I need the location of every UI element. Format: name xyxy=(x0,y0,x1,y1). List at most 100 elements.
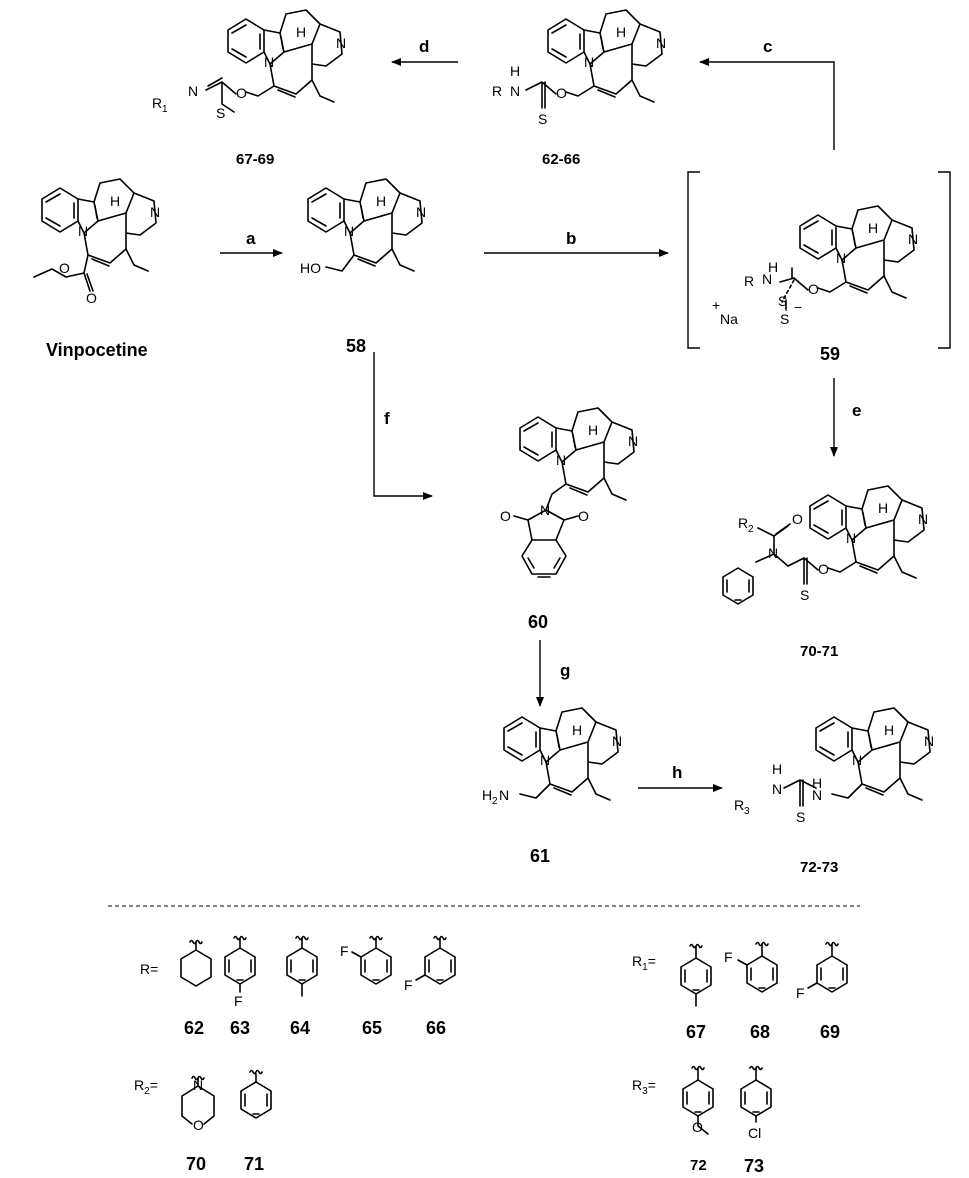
compound-62-66-structure: O H N R S N N H xyxy=(492,9,666,127)
atom-S: S xyxy=(216,105,225,121)
atom-H: H xyxy=(812,775,822,791)
atom-O: O xyxy=(86,290,97,306)
legend-70: 70 xyxy=(186,1154,206,1174)
atom-N: N xyxy=(836,250,846,266)
atom-N: N xyxy=(416,204,426,220)
atom-H: H xyxy=(772,761,782,777)
r2-group-70 xyxy=(181,1075,215,1125)
sodium-label: Na xyxy=(720,311,738,327)
atom-H: H xyxy=(868,220,878,236)
label-vinpocetine: Vinpocetine xyxy=(46,340,148,360)
atom-S: S xyxy=(796,809,805,825)
atom-N: N xyxy=(540,752,550,768)
atom-S: S xyxy=(778,293,787,309)
bracket-right xyxy=(938,171,951,349)
atom-N: N xyxy=(336,35,346,51)
atom-H: H xyxy=(510,63,520,79)
atom-O: O xyxy=(500,508,511,524)
atom-N: N xyxy=(924,733,934,749)
legend-72: 72 xyxy=(690,1157,707,1174)
atom-N: N xyxy=(78,223,88,239)
atom-N: N xyxy=(852,752,862,768)
compound-72-73-structure: H N H N R 3 S N N H xyxy=(734,707,934,825)
r2-sub: 2 xyxy=(748,524,754,535)
atom-H: H xyxy=(572,722,582,738)
step-b: b xyxy=(566,229,576,248)
compound-60-structure: N O O N N H xyxy=(500,407,638,578)
atom-N: N xyxy=(188,83,198,99)
atom-N: N xyxy=(193,1077,203,1093)
atom-N: N xyxy=(908,231,918,247)
step-g: g xyxy=(560,661,570,680)
legend-71: 71 xyxy=(244,1154,264,1174)
label-61: 61 xyxy=(530,846,550,866)
r3-group-73 xyxy=(740,1065,772,1123)
atom-H: H xyxy=(878,500,888,516)
compound-59-structure: O H N R S S − Na + N N H xyxy=(712,205,918,327)
r3-group-72 xyxy=(682,1065,714,1135)
r-group-66 xyxy=(415,935,456,985)
atom-N: N xyxy=(768,545,778,561)
r-group-63 xyxy=(224,935,256,993)
r1-group-68 xyxy=(737,941,778,993)
r3-sub: 3 xyxy=(744,806,750,817)
r3-label: R xyxy=(734,797,744,813)
arrow-c xyxy=(699,58,835,150)
r1-label: R xyxy=(152,95,162,111)
atom-O: O xyxy=(59,260,70,276)
label-72-73: 72-73 xyxy=(800,859,838,876)
atom-N: N xyxy=(499,787,509,803)
label-60: 60 xyxy=(528,612,548,632)
atom-N: N xyxy=(846,530,856,546)
atom-H: H xyxy=(296,24,306,40)
charge-plus: + xyxy=(712,297,720,313)
atom-N: N xyxy=(344,223,354,239)
atom-NH: H xyxy=(768,259,778,275)
fluoro-label: F xyxy=(340,943,349,959)
atom-N: N xyxy=(772,781,782,797)
r3-equals-label: R3= xyxy=(632,1077,656,1097)
legend-63: 63 xyxy=(230,1018,250,1038)
label-62-66: 62-66 xyxy=(542,151,580,168)
atom-sub-2: 2 xyxy=(492,796,498,807)
legend-66: 66 xyxy=(426,1018,446,1038)
atom-O: O xyxy=(236,85,247,101)
atom-H: H xyxy=(376,193,386,209)
atom-N: N xyxy=(510,83,520,99)
label-70-71: 70-71 xyxy=(800,643,838,660)
step-a: a xyxy=(246,229,256,248)
r-equals-label: R= xyxy=(140,961,158,977)
r1-group-67 xyxy=(680,943,712,1007)
atom-H: H xyxy=(110,193,120,209)
fluoro-label: F xyxy=(234,993,243,1009)
r1-equals-label: R1= xyxy=(632,953,656,973)
atom-O: O xyxy=(818,561,829,577)
atom-N: N xyxy=(656,35,666,51)
atom-O: O xyxy=(792,511,803,527)
chloro-label: Cl xyxy=(748,1125,761,1141)
step-h: h xyxy=(672,763,682,782)
fluoro-label: F xyxy=(724,949,733,965)
label-59: 59 xyxy=(820,344,840,364)
atom-S: S xyxy=(538,111,547,127)
atom-S: S xyxy=(780,311,789,327)
atom-O: O xyxy=(808,281,819,297)
atom-N: N xyxy=(628,433,638,449)
atom-N: N xyxy=(540,502,550,518)
r-label: R xyxy=(744,273,754,289)
step-e: e xyxy=(852,401,861,420)
compound-61-structure: H 2 N N N H xyxy=(482,707,622,807)
atom-H: H xyxy=(588,422,598,438)
step-d: d xyxy=(419,37,429,56)
atom-N: N xyxy=(556,452,566,468)
compound-70-71-structure: O N O R 2 S N N H xyxy=(722,485,928,605)
vinpocetine-structure: O O N N H xyxy=(33,178,160,306)
legend-68: 68 xyxy=(750,1022,770,1042)
atom-O: O xyxy=(692,1119,703,1135)
atom-N: N xyxy=(264,54,274,70)
r-group-64 xyxy=(286,935,318,997)
atom-H: H xyxy=(616,24,626,40)
legend-67: 67 xyxy=(686,1022,706,1042)
legend-69: 69 xyxy=(820,1022,840,1042)
compound-58-structure: HO N N H xyxy=(300,178,426,276)
